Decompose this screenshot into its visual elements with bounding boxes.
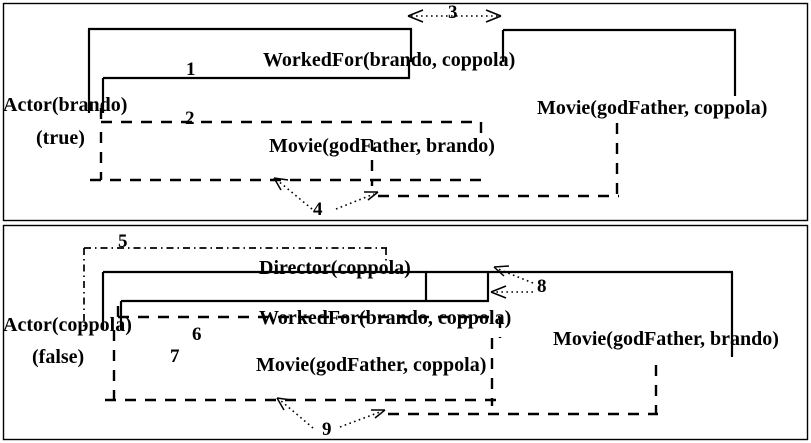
edge-9-arrowhead-right [371, 409, 386, 419]
edge-8-dotted-upper [497, 268, 534, 284]
edge-label-3: 3 [448, 2, 458, 23]
atom-director-coppola: Director(coppola) [259, 257, 411, 279]
edge-label-8: 8 [537, 276, 547, 297]
atom-movie-godfather-brando-top: Movie(godFather, brando) [269, 135, 495, 157]
edge-4-dotted-right [335, 193, 375, 210]
atom-workedfor-bottom: WorkedFor(brando, coppola) [259, 307, 512, 329]
edge-4-dotted-left [276, 179, 313, 210]
atom-movie-godfather-coppola-top: Movie(godFather, coppola) [537, 97, 768, 119]
edge-label-1: 1 [186, 59, 196, 80]
atom-workedfor-top: WorkedFor(brando, coppola) [263, 49, 516, 71]
edge-3-arrowhead-right [485, 9, 502, 23]
edge-label-5: 5 [118, 231, 128, 252]
atom-actor-coppola: Actor(coppola) [3, 314, 132, 336]
edge-9-dotted-right [339, 411, 381, 428]
edge-4-arrowhead-right [364, 191, 379, 201]
panel-bottom-border [2, 224, 809, 441]
edge-9-arrowhead-left [276, 397, 292, 411]
atom-movie-godfather-brando-bottom: Movie(godFather, brando) [553, 328, 779, 350]
atom-actor-brando: Actor(brando) [3, 94, 128, 116]
panel-top-border [2, 2, 809, 222]
atom-movie-godfather-coppola-bottom: Movie(godFather, coppola) [256, 354, 487, 376]
truth-value-false: (false) [32, 346, 85, 368]
edge-label-9: 9 [322, 419, 332, 440]
truth-value-true: (true) [36, 127, 85, 149]
edge-label-2: 2 [185, 108, 195, 129]
edge-label-7: 7 [170, 346, 180, 367]
edge-8-arrowhead-upper [493, 265, 510, 277]
edge-3-arrowhead-left [407, 9, 424, 23]
edge-label-6: 6 [192, 324, 202, 345]
edge-label-4: 4 [313, 199, 323, 220]
edge-8-arrowhead-lower [490, 285, 507, 299]
edge-4-arrowhead-left [273, 177, 289, 191]
edge-9-dotted-left [279, 399, 314, 429]
